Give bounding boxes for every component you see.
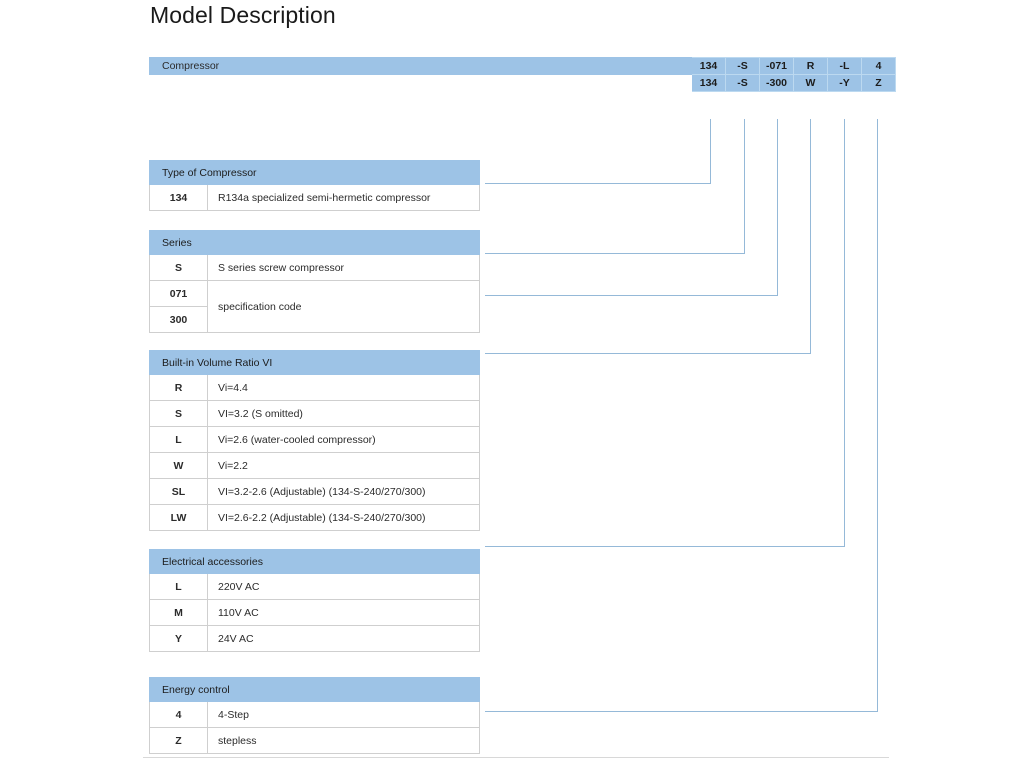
- desc-s-vi: VI=3.2 (S omitted): [207, 400, 480, 427]
- section-volume-ratio: Built-in Volume Ratio VI R Vi=4.4 S VI=3…: [149, 350, 480, 531]
- table-row: 071 specification code: [149, 280, 481, 333]
- table-row: Y 24V AC: [149, 625, 481, 652]
- table-row: 300: [149, 306, 480, 333]
- leader-line-series-horizontal: [485, 253, 745, 254]
- table-row: LW VI=2.6-2.2 (Adjustable) (134-S-240/27…: [149, 504, 480, 531]
- table-row: S VI=3.2 (S omitted): [149, 400, 480, 427]
- leader-line-electrical-vertical: [844, 119, 845, 547]
- code-cell-r2c3: -300: [759, 74, 794, 92]
- code-y-elec: Y: [149, 625, 208, 652]
- section-header-label-volume-ratio: Built-in Volume Ratio VI: [149, 350, 480, 375]
- section-header-electrical: Electrical accessories: [148, 549, 481, 574]
- code-s: S: [149, 254, 208, 281]
- desc-w-vi: Vi=2.2: [207, 452, 480, 479]
- leader-line-energy-horizontal: [485, 711, 878, 712]
- section-series: Series S S series screw compressor 071 s…: [148, 230, 481, 333]
- code-cell-r2c1: 134: [691, 74, 726, 92]
- table-row: S S series screw compressor: [149, 254, 481, 281]
- code-sl: SL: [149, 478, 208, 505]
- table-row: SL VI=3.2-2.6 (Adjustable) (134-S-240/27…: [149, 478, 480, 505]
- code-s-vi: S: [149, 400, 208, 427]
- leader-line-type-vertical: [710, 119, 711, 184]
- code-071: 071: [149, 280, 208, 307]
- section-header-label-electrical: Electrical accessories: [148, 549, 481, 574]
- code-z: Z: [149, 727, 208, 754]
- leader-line-type-horizontal: [485, 183, 711, 184]
- page-title: Model Description: [150, 2, 336, 28]
- code-cell-r1c5: -L: [827, 57, 862, 75]
- table-row: L Vi=2.6 (water-cooled compressor): [149, 426, 480, 453]
- code-l-vi: L: [149, 426, 208, 453]
- code-4: 4: [149, 701, 208, 728]
- code-cell-r2c2: -S: [725, 74, 760, 92]
- code-row-1: Compressor 134 -S -071 R -L 4: [149, 57, 896, 75]
- table-row: L 220V AC: [149, 573, 481, 600]
- footer-divider: [143, 757, 889, 758]
- compressor-label: Compressor: [149, 57, 692, 75]
- desc-z: stepless: [206, 727, 481, 754]
- leader-line-electrical-horizontal: [485, 546, 845, 547]
- code-l-elec: L: [149, 573, 208, 600]
- leader-line-volume-ratio-vertical: [810, 119, 811, 354]
- desc-y-elec: 24V AC: [206, 625, 481, 652]
- compressor-code-table: Compressor 134 -S -071 R -L 4 134 -S -30…: [149, 57, 896, 92]
- desc-4: 4-Step: [206, 701, 481, 728]
- section-header-type: Type of Compressor: [148, 160, 481, 185]
- leader-line-spec-horizontal: [485, 295, 778, 296]
- table-row: M 110V AC: [149, 599, 481, 626]
- table-row: 134 R134a specialized semi-hermetic comp…: [149, 184, 481, 211]
- code-cell-r1c4: R: [793, 57, 828, 75]
- section-energy-control: Energy control 4 4-Step Z stepless: [148, 677, 481, 754]
- code-cell-r1c6: 4: [861, 57, 896, 75]
- code-row-2: 134 -S -300 W -Y Z: [149, 74, 896, 92]
- code-lw: LW: [149, 504, 208, 531]
- code-label-spacer: [149, 74, 692, 92]
- desc-r: Vi=4.4: [207, 374, 480, 401]
- desc-134: R134a specialized semi-hermetic compress…: [206, 184, 481, 211]
- desc-s: S series screw compressor: [206, 254, 481, 281]
- code-w-vi: W: [149, 452, 208, 479]
- table-row: W Vi=2.2: [149, 452, 480, 479]
- table-row: 4 4-Step: [149, 701, 481, 728]
- section-header-label-energy: Energy control: [148, 677, 481, 702]
- section-header-label-series: Series: [148, 230, 481, 255]
- code-cell-r1c1: 134: [691, 57, 726, 75]
- leader-line-spec-vertical: [777, 119, 778, 296]
- section-header-series: Series: [148, 230, 481, 255]
- section-header-volume-ratio: Built-in Volume Ratio VI: [149, 350, 480, 375]
- table-row: Z stepless: [149, 727, 481, 754]
- desc-l-elec: 220V AC: [206, 573, 481, 600]
- code-cell-r2c6: Z: [861, 74, 896, 92]
- desc-lw: VI=2.6-2.2 (Adjustable) (134-S-240/270/3…: [207, 504, 480, 531]
- code-cell-r1c2: -S: [725, 57, 760, 75]
- code-r: R: [149, 374, 208, 401]
- leader-line-volume-ratio-horizontal: [485, 353, 811, 354]
- code-cell-r2c5: -Y: [827, 74, 862, 92]
- table-row: R Vi=4.4: [149, 374, 480, 401]
- code-m-elec: M: [149, 599, 208, 626]
- desc-specification-code: specification code: [206, 280, 481, 333]
- code-134: 134: [149, 184, 208, 211]
- leader-line-series-vertical: [744, 119, 745, 254]
- section-electrical-accessories: Electrical accessories L 220V AC M 110V …: [148, 549, 481, 652]
- code-300: 300: [149, 306, 208, 333]
- code-cell-r1c3: -071: [759, 57, 794, 75]
- desc-l-vi: Vi=2.6 (water-cooled compressor): [207, 426, 480, 453]
- leader-line-energy-vertical: [877, 119, 878, 712]
- section-header-energy: Energy control: [148, 677, 481, 702]
- section-type-of-compressor: Type of Compressor 134 R134a specialized…: [148, 160, 481, 211]
- section-header-label-type: Type of Compressor: [148, 160, 481, 185]
- desc-m-elec: 110V AC: [206, 599, 481, 626]
- desc-sl: VI=3.2-2.6 (Adjustable) (134-S-240/270/3…: [207, 478, 480, 505]
- code-cell-r2c4: W: [793, 74, 828, 92]
